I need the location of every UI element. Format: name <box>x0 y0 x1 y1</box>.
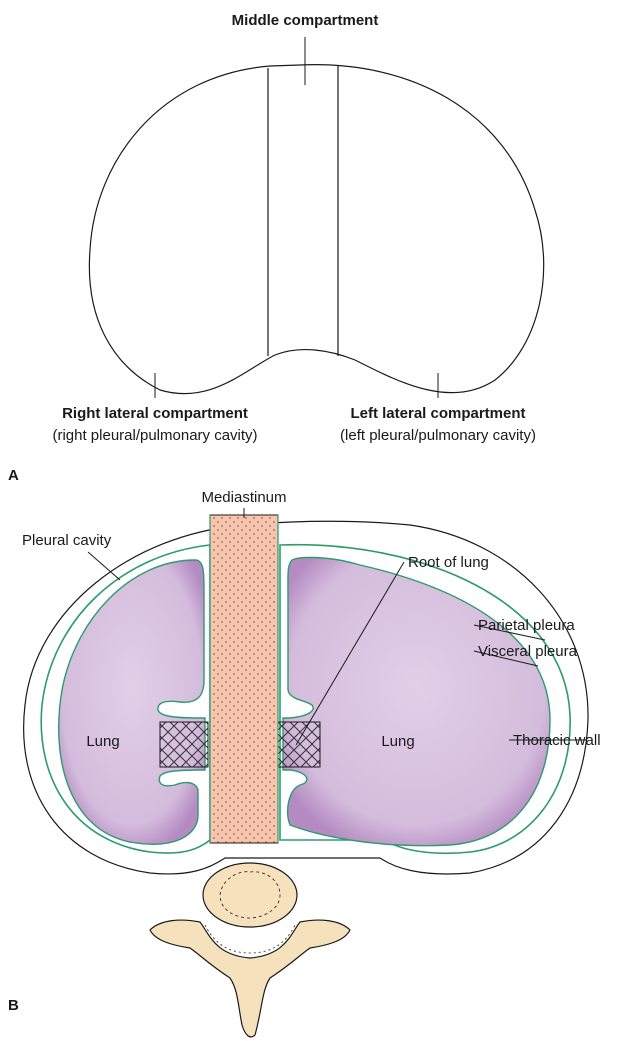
parietal-pleura-label: Parietal pleura <box>478 617 575 634</box>
right-lateral-label: Right lateral compartment <box>62 405 248 422</box>
vertebral-body <box>203 863 297 927</box>
left-lateral-sublabel: (left pleural/pulmonary cavity) <box>340 427 536 444</box>
right-lung-root <box>160 722 208 767</box>
right-lateral-sublabel: (right pleural/pulmonary cavity) <box>52 427 257 444</box>
middle-compartment-label: Middle compartment <box>232 12 379 29</box>
panel-b-letter: B <box>8 997 19 1014</box>
vertebral-arch <box>150 920 350 1037</box>
right-lung-label: Lung <box>86 733 119 750</box>
pleural-cavity-label: Pleural cavity <box>22 532 112 549</box>
mediastinum-dots <box>210 515 278 843</box>
panel-a-letter: A <box>8 467 19 484</box>
panel-a: Middle compartment Right lateral compart… <box>8 12 544 484</box>
left-lateral-label: Left lateral compartment <box>350 405 525 422</box>
thoracic-cavity-outline <box>89 65 543 394</box>
mediastinum-label: Mediastinum <box>201 489 286 506</box>
panel-b: Mediastinum Pleural cavity Root of lung … <box>8 489 601 1037</box>
left-lung-label: Lung <box>381 733 414 750</box>
root-of-lung-label: Root of lung <box>408 554 489 571</box>
visceral-pleura-label: Visceral pleura <box>478 643 578 660</box>
